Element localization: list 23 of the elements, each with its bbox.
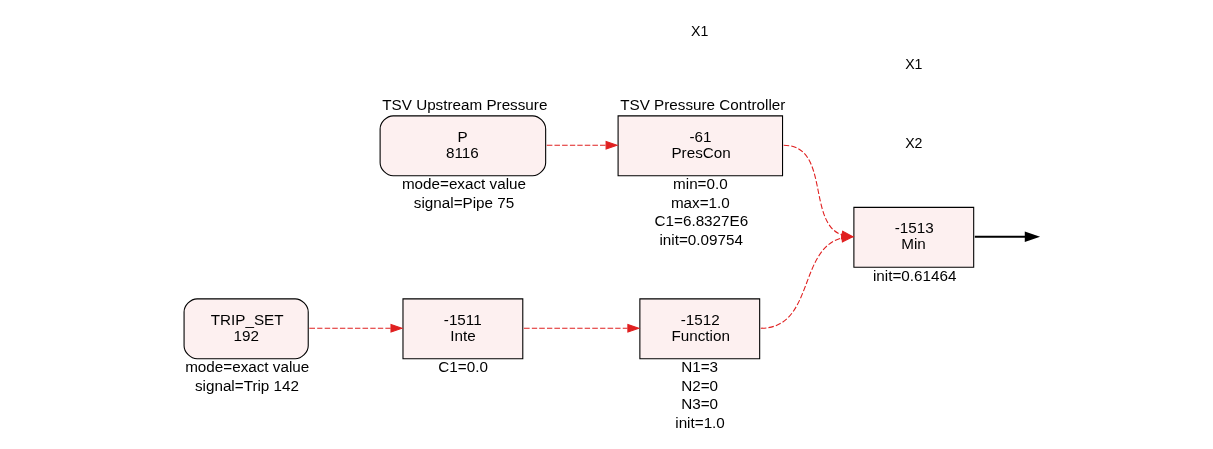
arrow: [523, 323, 641, 333]
label: X2: [905, 134, 923, 151]
node-label: N2=0: [681, 376, 719, 394]
arrow: [546, 140, 619, 150]
node-label: TSV Pressure Controller: [620, 95, 786, 113]
node-label: max=1.0: [670, 193, 730, 211]
node-label: N1=3: [681, 358, 719, 376]
node-label: init=0.09754: [659, 230, 743, 248]
node-label: signal=Trip 142: [194, 376, 299, 394]
node-label: init=1.0: [675, 413, 725, 431]
label: X1: [905, 56, 923, 73]
node-label: N3=0: [681, 395, 719, 413]
node-label: init=0.61464: [872, 266, 957, 284]
node-label: mode=exact value: [185, 358, 310, 376]
arrow: [308, 323, 404, 333]
node-label: C1=6.8327E6: [654, 212, 749, 230]
node-label: C1=0.0: [438, 358, 488, 376]
node-label: min=0.0: [673, 175, 728, 193]
node-label: TSV Upstream Pressure: [382, 95, 548, 113]
node-label: mode=exact value: [401, 175, 526, 193]
arrow: [760, 233, 855, 329]
node-label: signal=Pipe 75: [413, 193, 515, 211]
label: X1: [691, 22, 709, 39]
